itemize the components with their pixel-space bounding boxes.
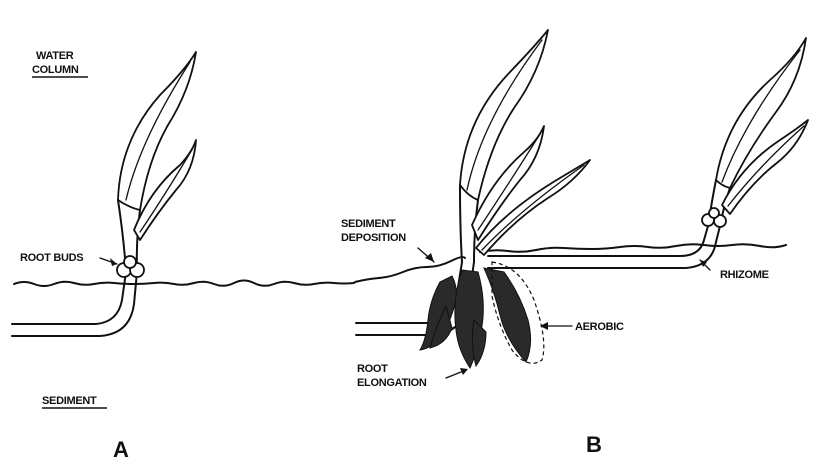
panel-a-label: A bbox=[113, 437, 129, 462]
sediment-surface-line-b-right bbox=[480, 244, 786, 252]
water-column-label-line2: COLUMN bbox=[32, 64, 79, 76]
root-buds-a bbox=[117, 256, 144, 277]
root-buds-label: ROOT BUDS bbox=[20, 252, 83, 264]
panel-b: SEDIMENT DEPOSITION RHIZOME AEROBIC ROOT… bbox=[341, 30, 808, 457]
panel-a: WATER COLUMN ROOT BUDS SEDIMENT A bbox=[12, 50, 354, 462]
root-cluster-5 bbox=[472, 320, 486, 366]
sediment-label: SEDIMENT bbox=[42, 395, 97, 407]
sediment-surface-line-a bbox=[14, 281, 354, 287]
rhizome-label: RHIZOME bbox=[720, 269, 769, 281]
stem-b-main bbox=[460, 185, 462, 262]
sediment-deposition-label-line1: SEDIMENT bbox=[341, 218, 396, 230]
rhizome-a-inner bbox=[12, 272, 137, 336]
aerobic-label: AEROBIC bbox=[575, 321, 624, 333]
panel-b-label: B bbox=[586, 432, 602, 457]
root-elongation-label-line2: ELONGATION bbox=[357, 377, 427, 389]
roots-b bbox=[420, 268, 531, 368]
sediment-deposition-label-line2: DEPOSITION bbox=[341, 232, 406, 244]
rhizome-b-lower bbox=[488, 226, 720, 268]
rhizome-a bbox=[12, 272, 126, 324]
root-elongation-label-line1: ROOT bbox=[357, 363, 388, 375]
water-column-label-line1: WATER bbox=[36, 50, 74, 62]
